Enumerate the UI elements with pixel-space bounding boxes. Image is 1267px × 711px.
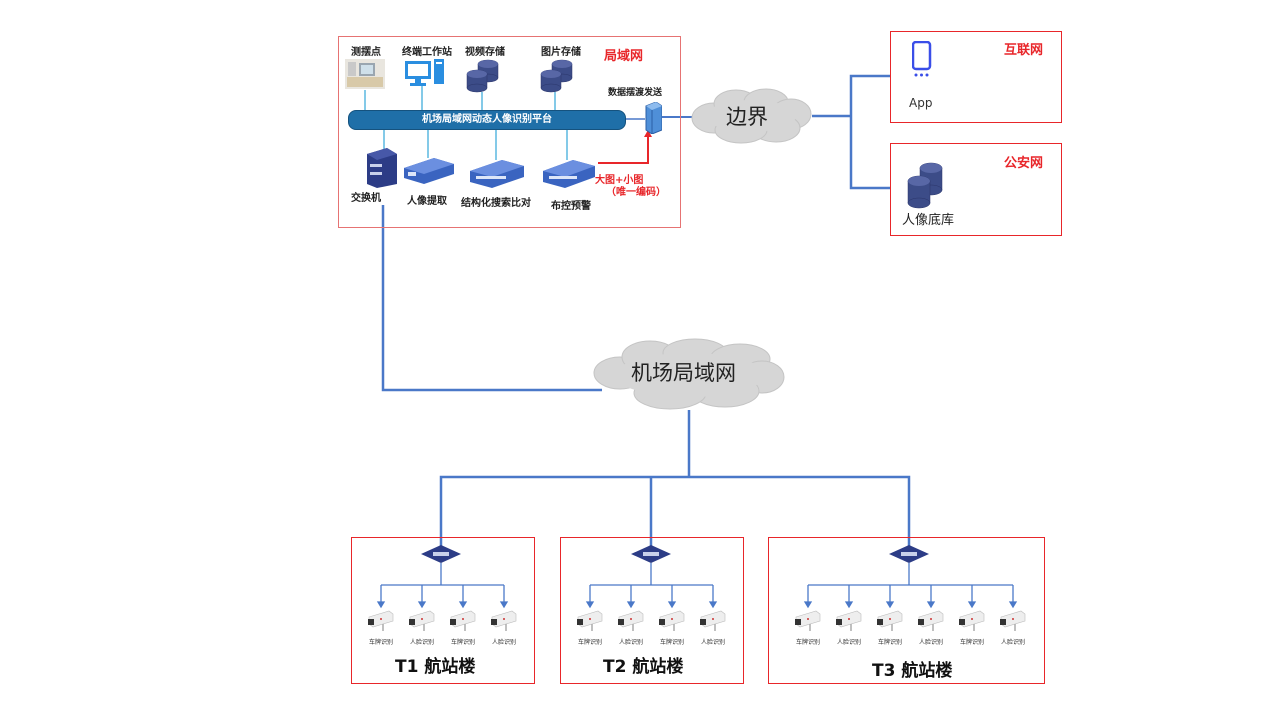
structured-search-server-icon xyxy=(470,160,524,188)
terminal-t1-box xyxy=(351,537,535,684)
device-label-switch: 交换机 xyxy=(351,193,381,204)
cctv-camera-icon xyxy=(795,610,821,631)
arrow-head-icon xyxy=(626,601,636,609)
arrow-head-icon xyxy=(499,601,509,609)
cctv-camera-icon xyxy=(409,610,435,631)
cctv-camera-icon xyxy=(1000,610,1026,631)
terminal-switch-icon xyxy=(631,545,671,563)
arrow-head-icon xyxy=(926,601,936,609)
police-zone-box xyxy=(890,143,1062,236)
surveillance-alert-server-icon xyxy=(543,160,595,188)
airport-lan-cloud-icon xyxy=(593,338,785,410)
terminal-t3-box xyxy=(768,537,1045,684)
border-cloud-icon xyxy=(691,88,812,144)
desktop-computer-icon xyxy=(405,59,444,86)
border-cloud-label: 边界 xyxy=(726,105,768,129)
terminal-t2-box xyxy=(560,537,744,684)
data-ferry-device-icon xyxy=(645,102,662,134)
lan-zone-title: 局域网 xyxy=(604,49,644,64)
camera-label: 人脸识别 xyxy=(618,639,644,646)
cctv-camera-icon xyxy=(491,610,517,631)
cctv-camera-icon xyxy=(918,610,944,631)
cctv-camera-icon xyxy=(618,610,644,631)
device-label-portrait-extraction: 人像提取 xyxy=(407,196,447,207)
cctv-camera-icon xyxy=(700,610,726,631)
camera-label: 人脸识别 xyxy=(700,639,726,646)
arrow-head-icon xyxy=(1008,601,1018,609)
arrow-head-icon xyxy=(885,601,895,609)
camera-label: 人脸识别 xyxy=(409,639,435,646)
camera-label: 人脸识别 xyxy=(836,639,862,646)
mobile-phone-icon xyxy=(912,41,932,77)
arrow-head-icon xyxy=(417,601,427,609)
camera-label: 人脸识别 xyxy=(491,639,517,646)
camera-label: 车牌识别 xyxy=(450,639,476,646)
terminal-switch-icon xyxy=(421,545,461,563)
device-label-monitor-point: 测摆点 xyxy=(351,47,381,58)
camera-label: 车牌识别 xyxy=(959,639,985,646)
annotation-big-small-image: 大图+小图 xyxy=(595,175,644,186)
device-label-image-storage: 图片存储 xyxy=(541,47,581,58)
video-storage-database-icon xyxy=(466,59,499,93)
camera-label: 车牌识别 xyxy=(795,639,821,646)
portrait-extraction-server-icon xyxy=(404,158,454,184)
camera-label: 人脸识别 xyxy=(918,639,944,646)
cctv-camera-icon xyxy=(577,610,603,631)
terminal-t3-title: T3 航站楼 xyxy=(872,661,953,681)
police-zone-title: 公安网 xyxy=(1004,156,1044,171)
portrait-database-icon xyxy=(907,162,943,209)
device-label-structured-search: 结构化搜索比对 xyxy=(461,198,531,209)
workstation-photo-icon xyxy=(345,59,385,89)
arrow-head-icon xyxy=(844,601,854,609)
arrow-head-icon xyxy=(667,601,677,609)
internet-zone-box xyxy=(890,31,1062,123)
portrait-database-label: 人像底库 xyxy=(902,213,955,228)
cctv-camera-icon xyxy=(836,610,862,631)
device-label-surveillance-alert: 布控预警 xyxy=(551,201,591,212)
camera-label: 车牌识别 xyxy=(877,639,903,646)
camera-label: 车牌识别 xyxy=(577,639,603,646)
arrow-head-icon xyxy=(376,601,386,609)
internet-zone-title: 互联网 xyxy=(1004,43,1044,58)
terminal-t2-title: T2 航站楼 xyxy=(603,657,684,677)
arrow-head-icon xyxy=(458,601,468,609)
device-label-workstation: 终端工作站 xyxy=(402,47,452,58)
device-label-video-storage: 视频存储 xyxy=(465,47,505,58)
arrow-head-icon xyxy=(967,601,977,609)
cctv-camera-icon xyxy=(959,610,985,631)
camera-label: 人脸识别 xyxy=(1000,639,1026,646)
camera-label: 车牌识别 xyxy=(659,639,685,646)
image-storage-database-icon xyxy=(540,59,573,93)
ferry-label: 数据摆渡发送 xyxy=(608,88,663,98)
arrow-head-icon xyxy=(803,601,813,609)
switch-tower-icon xyxy=(367,148,397,188)
lan-zone-box xyxy=(338,36,681,228)
cctv-camera-icon xyxy=(368,610,394,631)
arrow-head-icon xyxy=(708,601,718,609)
camera-label: 车牌识别 xyxy=(368,639,394,646)
arrow-head-icon xyxy=(585,601,595,609)
terminal-t1-title: T1 航站楼 xyxy=(395,657,476,677)
terminal-switch-icon xyxy=(889,545,929,563)
airport-lan-cloud-label: 机场局域网 xyxy=(631,361,736,385)
annotation-unique-code: （唯一编码） xyxy=(606,187,666,198)
cctv-camera-icon xyxy=(659,610,685,631)
platform-bus: 机场局域网动态人像识别平台 xyxy=(348,110,626,130)
cctv-camera-icon xyxy=(877,610,903,631)
app-label: App xyxy=(909,96,933,110)
cctv-camera-icon xyxy=(450,610,476,631)
